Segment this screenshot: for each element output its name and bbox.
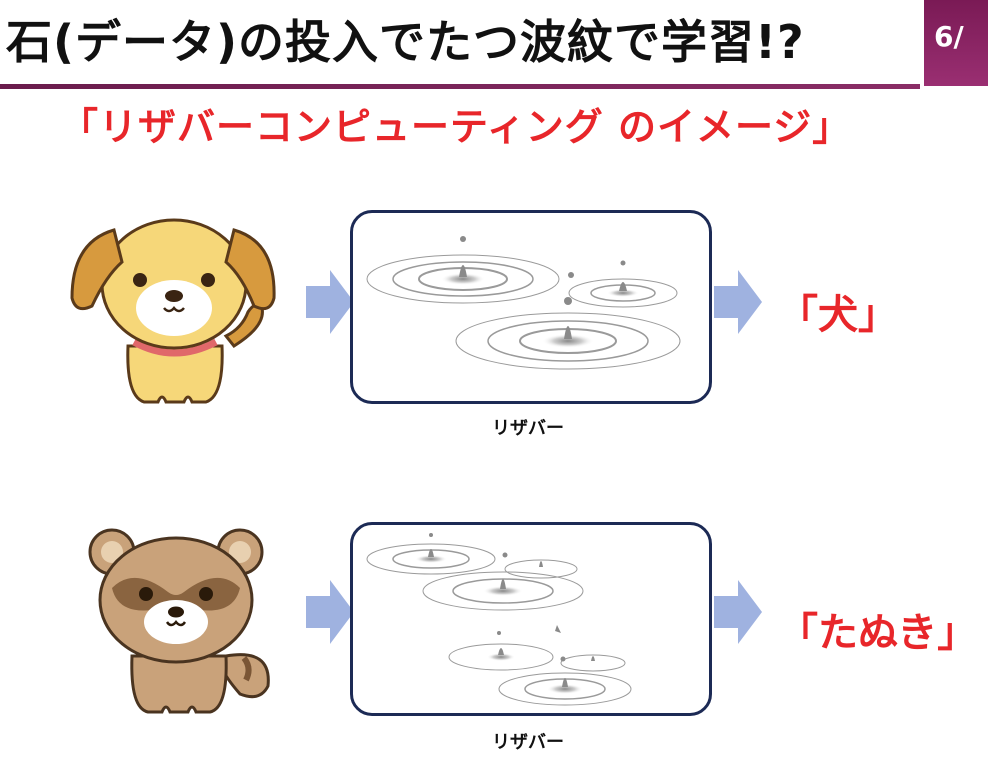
page-number-box: 6/ — [924, 0, 988, 86]
title-bar: 石(データ)の投入でたつ波紋で学習!? — [0, 0, 920, 84]
reservoir-label: リザバー — [492, 732, 564, 753]
output-arrow-icon — [714, 266, 762, 342]
dog-icon — [66, 196, 276, 406]
output-arrow-icon — [714, 576, 762, 652]
slide-subtitle: 「リザバーコンピューティング のイメージ」 — [60, 105, 852, 149]
page-number: 6/ — [934, 20, 964, 53]
reservoir-ripple-box — [350, 210, 712, 404]
reservoir-ripple-box — [350, 522, 712, 716]
output-label-dog: 「犬」 — [778, 292, 898, 338]
reservoir-label: リザバー — [492, 418, 564, 439]
output-label-tanuki: 「たぬき」 — [778, 610, 978, 656]
tanuki-icon — [76, 518, 276, 718]
input-arrow-icon — [306, 266, 354, 342]
input-arrow-icon — [306, 576, 354, 652]
slide-title: 石(データ)の投入でたつ波紋で学習!? — [6, 15, 805, 69]
title-underline — [0, 84, 920, 89]
